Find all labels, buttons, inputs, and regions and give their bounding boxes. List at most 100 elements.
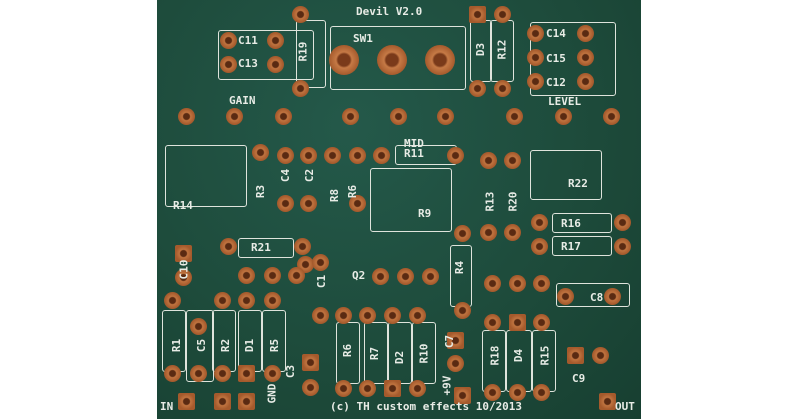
solder-pad (276, 194, 294, 212)
solder-pad (526, 72, 544, 90)
solder-pad (163, 291, 181, 309)
solder-pad (372, 146, 390, 164)
component-outline (218, 30, 314, 80)
level-pot-label: LEVEL (548, 95, 582, 108)
copyright-text: (c) TH custom effects 10/2013 (330, 400, 523, 413)
component-outline (450, 245, 472, 307)
solder-pad (602, 107, 620, 125)
component-outline (364, 322, 388, 384)
switch-lug-pad (329, 45, 359, 75)
switch-lug-pad (425, 45, 455, 75)
c1-label: C1 (315, 274, 329, 289)
ground-label: GND (265, 383, 279, 404)
solder-pad (274, 107, 292, 125)
r2-label: R2 (219, 338, 233, 353)
r8-label: R8 (328, 188, 342, 203)
solder-pad (613, 237, 631, 255)
component-outline (370, 168, 452, 232)
r5-label: R5 (268, 338, 282, 353)
r13-label: R13 (483, 191, 497, 212)
r4-label: R4 (453, 260, 467, 275)
r20-label: R20 (506, 191, 520, 212)
solder-pad (446, 146, 464, 164)
q2-label: Q2 (352, 269, 366, 282)
solder-pad (189, 317, 207, 335)
solder-pad (291, 5, 309, 23)
solder-pad (237, 392, 255, 410)
r11-label: R11 (404, 147, 424, 160)
solder-pad (301, 378, 319, 396)
output-label: OUT (615, 400, 635, 413)
solder-pad (479, 151, 497, 169)
solder-pad (566, 346, 584, 364)
solder-pad (530, 213, 548, 231)
c4-label: C4 (279, 168, 293, 183)
solder-pad (389, 107, 407, 125)
solder-pad (358, 379, 376, 397)
solder-pad (532, 274, 550, 292)
solder-pad (348, 146, 366, 164)
solder-pad (468, 5, 486, 23)
r18-label: R18 (488, 345, 502, 366)
solder-pad (213, 291, 231, 309)
solder-pad (334, 379, 352, 397)
c5-label: C5 (195, 338, 209, 353)
solder-pad (613, 213, 631, 231)
r15-label: R15 (538, 345, 552, 366)
solder-pad (293, 237, 311, 255)
switch-lug-pad (377, 45, 407, 75)
solder-pad (453, 301, 471, 319)
component-outline (530, 150, 602, 200)
d3-label: D3 (474, 42, 488, 57)
solder-pad (299, 194, 317, 212)
solder-pad (479, 223, 497, 241)
solder-pad (219, 31, 237, 49)
solder-pad (311, 306, 329, 324)
r6a-label: R6 (346, 184, 360, 199)
solder-pad (237, 364, 255, 382)
solder-pad (505, 107, 523, 125)
solder-pad (219, 237, 237, 255)
solder-pad (177, 107, 195, 125)
c9-label: C9 (572, 372, 586, 385)
d1-label: D1 (243, 338, 257, 353)
r6-label: R6 (341, 343, 355, 358)
solder-pad (591, 346, 609, 364)
solder-pad (311, 253, 329, 271)
solder-pad (174, 268, 192, 286)
solder-pad (503, 223, 521, 241)
solder-pad (237, 266, 255, 284)
r10-label: R10 (417, 343, 431, 364)
r17-label: R17 (561, 240, 581, 253)
solder-pad (237, 291, 255, 309)
component-outline (186, 310, 214, 382)
gain-pot-label: GAIN (229, 94, 256, 107)
solder-pad (493, 79, 511, 97)
mid-pot-label: MID (404, 137, 424, 150)
solder-pad (483, 274, 501, 292)
solder-pad (598, 392, 616, 410)
solder-pad (508, 313, 526, 331)
board-title: Devil V2.0 (356, 5, 423, 18)
r14-label: R14 (173, 199, 193, 212)
solder-pad (225, 107, 243, 125)
solder-pad (266, 55, 284, 73)
solder-pad (219, 55, 237, 73)
c12-label: C12 (546, 76, 566, 89)
solder-pad (177, 392, 195, 410)
solder-pad (576, 72, 594, 90)
component-outline (552, 236, 612, 256)
solder-pad (453, 224, 471, 242)
solder-pad (348, 194, 366, 212)
solder-pad (532, 383, 550, 401)
power-label: +9V (440, 375, 454, 396)
solder-pad (526, 24, 544, 42)
solder-pad (266, 31, 284, 49)
c13-label: C13 (238, 57, 258, 70)
solder-pad (446, 354, 464, 372)
r19-label: R19 (296, 41, 310, 62)
r22-label: R22 (568, 177, 588, 190)
c8-label: C8 (590, 291, 604, 304)
r3-label: R3 (254, 184, 268, 199)
c3-label: C3 (284, 364, 298, 379)
